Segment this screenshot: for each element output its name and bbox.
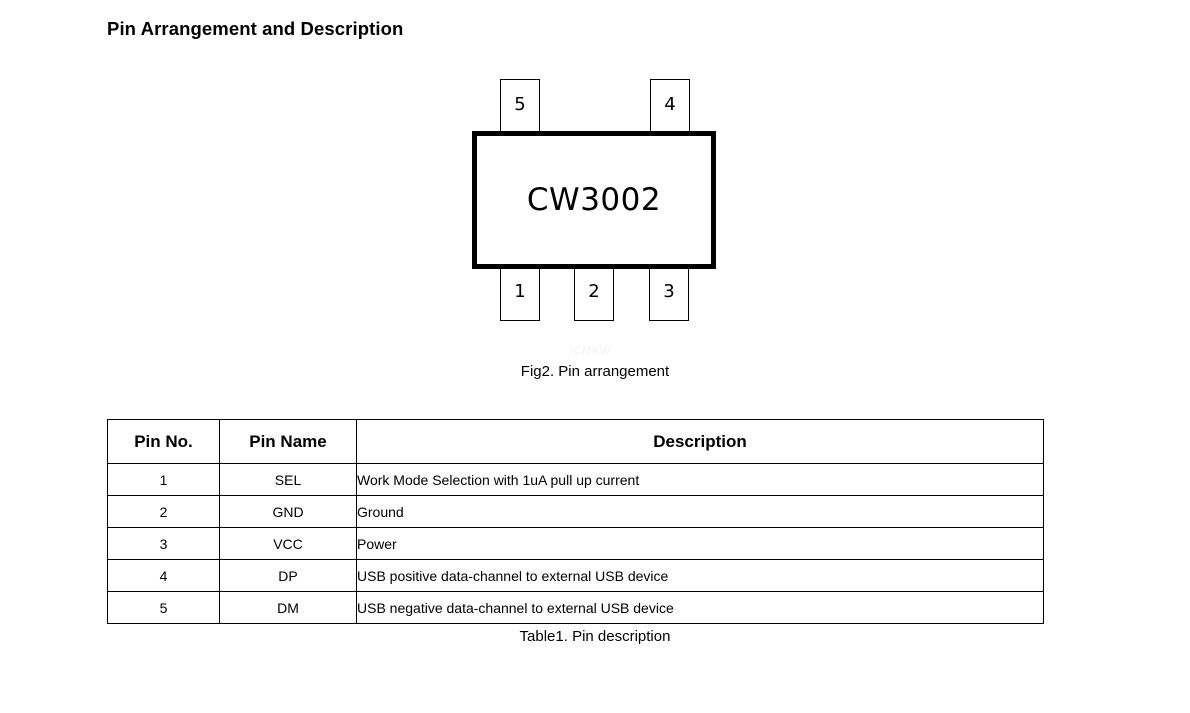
pin-number-4: 4 xyxy=(664,94,676,115)
pin-pad-5: 5 xyxy=(500,79,540,135)
cell-pin-no: 1 xyxy=(107,463,220,496)
watermark: ICMKW xyxy=(570,345,611,357)
cell-description: USB positive data-channel to external US… xyxy=(356,559,1044,592)
page-title: Pin Arrangement and Description xyxy=(107,18,404,39)
chip-part-number: CW3002 xyxy=(526,182,662,218)
pin-pad-2: 2 xyxy=(574,266,614,321)
cell-pin-no: 5 xyxy=(107,591,220,624)
cell-description: Ground xyxy=(356,495,1044,528)
table-caption: Table1. Pin description xyxy=(519,628,671,645)
pin-description-table: Pin No. Pin Name Description 1 SEL Work … xyxy=(107,419,1044,624)
pin-pad-3: 3 xyxy=(649,266,689,321)
table-row: 2 GND Ground xyxy=(107,495,1044,528)
header-description: Description xyxy=(356,419,1044,464)
cell-pin-name: DP xyxy=(219,559,357,592)
header-pin-no: Pin No. xyxy=(107,419,220,464)
table-body: 1 SEL Work Mode Selection with 1uA pull … xyxy=(107,463,1044,624)
table-header-row: Pin No. Pin Name Description xyxy=(107,419,1044,464)
pin-pad-1: 1 xyxy=(500,266,540,321)
cell-pin-no: 4 xyxy=(107,559,220,592)
table-row: 4 DP USB positive data-channel to extern… xyxy=(107,559,1044,592)
pin-pad-4: 4 xyxy=(650,79,690,135)
cell-pin-name: GND xyxy=(219,495,357,528)
figure-caption: Fig2. Pin arrangement xyxy=(520,363,670,380)
cell-pin-name: VCC xyxy=(219,527,357,560)
cell-description: USB negative data-channel to external US… xyxy=(356,591,1044,624)
table-header: Pin No. Pin Name Description xyxy=(107,419,1044,464)
table-row: 1 SEL Work Mode Selection with 1uA pull … xyxy=(107,463,1044,496)
header-pin-name: Pin Name xyxy=(219,419,357,464)
table-row: 3 VCC Power xyxy=(107,527,1044,560)
cell-pin-name: DM xyxy=(219,591,357,624)
pin-arrangement-figure: 5 4 1 2 3 CW3002 ICMKW xyxy=(472,79,716,357)
pin-number-1: 1 xyxy=(514,281,526,302)
cell-description: Power xyxy=(356,527,1044,560)
pin-number-2: 2 xyxy=(588,281,600,302)
pin-number-3: 3 xyxy=(663,281,675,302)
pin-number-5: 5 xyxy=(514,94,526,115)
cell-pin-name: SEL xyxy=(219,463,357,496)
cell-pin-no: 3 xyxy=(107,527,220,560)
chip-package-body: CW3002 xyxy=(472,131,716,269)
cell-pin-no: 2 xyxy=(107,495,220,528)
cell-description: Work Mode Selection with 1uA pull up cur… xyxy=(356,463,1044,496)
table-row: 5 DM USB negative data-channel to extern… xyxy=(107,591,1044,624)
